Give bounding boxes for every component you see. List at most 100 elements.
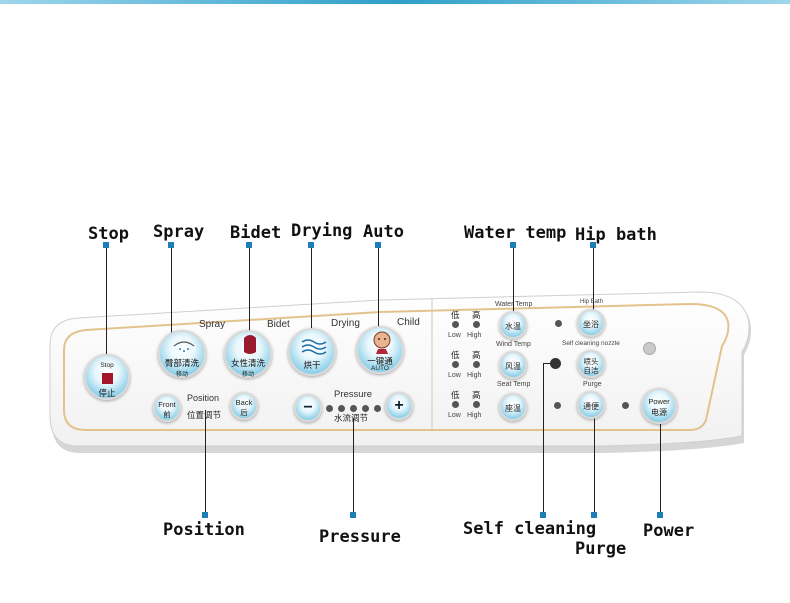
hip-bath-led bbox=[555, 320, 562, 327]
power-button-label: Power bbox=[648, 397, 670, 406]
power-leader bbox=[660, 424, 661, 516]
purge-right-led bbox=[622, 402, 629, 409]
water-low-led bbox=[452, 321, 459, 328]
purge-button[interactable]: 通便 bbox=[577, 391, 605, 419]
auto-button[interactable]: 一键通 AUTO bbox=[356, 326, 404, 374]
water-temp-button[interactable]: 水温 bbox=[499, 311, 527, 339]
spray-button[interactable]: 臀部清洗 移动 bbox=[158, 330, 206, 378]
power-indicator-led bbox=[643, 342, 656, 355]
top-accent-bar bbox=[0, 0, 790, 4]
purge-leader bbox=[594, 418, 595, 516]
seat-temp-label: Seat Temp bbox=[497, 381, 531, 388]
callout-spray: Spray bbox=[153, 222, 205, 242]
drying-mode-label: Drying bbox=[331, 318, 360, 329]
water-temp-leader bbox=[513, 244, 514, 312]
hip-bath-leader bbox=[593, 244, 594, 310]
wave-icon bbox=[301, 339, 327, 355]
self-cleaning-button-bottom: 自洁 bbox=[583, 366, 599, 375]
self-cleaning-leader bbox=[543, 363, 544, 516]
callout-self-cleaning: Self cleaning bbox=[463, 519, 597, 539]
water-low-label: Low bbox=[448, 332, 461, 339]
bidet-button[interactable]: 女性清洗 移动 bbox=[224, 330, 272, 378]
position-label: Position bbox=[187, 393, 220, 403]
plus-icon: + bbox=[394, 397, 404, 414]
position-cn-label: 位置调节 bbox=[187, 410, 222, 420]
position-marker bbox=[202, 512, 208, 518]
pressure-level-dot-2 bbox=[338, 405, 345, 412]
pressure-minus-button[interactable]: − bbox=[294, 394, 322, 422]
bidet-leader bbox=[249, 244, 250, 336]
stop-square-icon bbox=[102, 373, 113, 384]
stop-leader bbox=[106, 244, 107, 362]
front-button[interactable]: Front 前 bbox=[153, 394, 181, 422]
seat-temp-button[interactable]: 座温 bbox=[499, 393, 527, 421]
seat-low-cn: 低 bbox=[451, 390, 460, 400]
wind-low-led bbox=[452, 361, 459, 368]
wind-high-label: High bbox=[467, 372, 482, 379]
wind-high-led bbox=[473, 361, 480, 368]
bidet-mode-label: Bidet bbox=[267, 319, 290, 330]
wind-low-label: Low bbox=[448, 372, 461, 379]
callout-power: Power bbox=[643, 521, 695, 541]
minus-icon: − bbox=[303, 399, 313, 416]
water-temp-label: Water Temp bbox=[495, 301, 533, 308]
purge-button-cn: 通便 bbox=[583, 402, 599, 411]
wind-high-cn: 高 bbox=[472, 350, 481, 360]
pressure-marker bbox=[350, 512, 356, 518]
power-marker bbox=[657, 512, 663, 518]
self-cleaning-led bbox=[550, 358, 561, 369]
self-cleaning-button[interactable]: 喷头 自洁 bbox=[577, 350, 605, 378]
stop-button-label: Stop bbox=[100, 362, 114, 369]
child-face-icon bbox=[373, 331, 391, 354]
hip-bath-marker bbox=[590, 242, 596, 248]
callout-purge: Purge bbox=[575, 539, 627, 559]
spray-icon bbox=[173, 341, 195, 352]
pressure-plus-button[interactable]: + bbox=[385, 392, 413, 420]
spray-leader bbox=[171, 244, 172, 336]
stop-button[interactable]: Stop 停止 bbox=[84, 354, 130, 400]
drying-marker bbox=[308, 242, 314, 248]
power-button-cn: 电源 bbox=[651, 408, 667, 417]
power-button[interactable]: Power 电源 bbox=[641, 388, 677, 424]
drying-button-cn: 烘干 bbox=[303, 360, 321, 370]
water-high-label: High bbox=[467, 332, 482, 339]
callout-drying: Drying bbox=[291, 221, 353, 241]
wind-temp-button[interactable]: 风温 bbox=[499, 351, 527, 379]
callout-water-temp: Water temp bbox=[464, 223, 567, 243]
bidet-button-sub: 移动 bbox=[241, 372, 254, 378]
seat-high-label: High bbox=[467, 412, 482, 419]
auto-button-sub: AUTO bbox=[371, 365, 389, 372]
pressure-leader bbox=[353, 418, 354, 516]
spray-marker bbox=[168, 242, 174, 248]
seat-low-label: Low bbox=[448, 412, 461, 419]
self-cleaning-leader-h bbox=[543, 363, 555, 364]
purge-left-led bbox=[554, 402, 561, 409]
pressure-level-dot-4 bbox=[362, 405, 369, 412]
stop-marker bbox=[103, 242, 109, 248]
self-cleaning-button-top: 喷头 bbox=[583, 357, 599, 366]
drying-leader bbox=[311, 244, 312, 332]
self-cleaning-label: Self cleaning nozzle bbox=[562, 340, 620, 347]
front-button-cn: 前 bbox=[163, 410, 171, 419]
position-leader bbox=[205, 410, 206, 516]
hip-bath-button[interactable]: 坐浴 bbox=[577, 309, 605, 337]
hip-bath-button-cn: 坐浴 bbox=[583, 320, 599, 329]
stop-button-cn: 停止 bbox=[98, 388, 116, 398]
drying-button[interactable]: 烘干 bbox=[288, 328, 336, 376]
water-low-cn: 低 bbox=[451, 310, 460, 320]
back-button[interactable]: Back 后 bbox=[230, 392, 258, 420]
wind-low-cn: 低 bbox=[451, 350, 460, 360]
pressure-cn-label: 水流调节 bbox=[334, 413, 369, 423]
water-temp-button-cn: 水温 bbox=[505, 322, 521, 331]
purge-marker bbox=[591, 512, 597, 518]
bidet-marker bbox=[246, 242, 252, 248]
spray-button-sub: 移动 bbox=[175, 372, 188, 378]
seat-high-cn: 高 bbox=[472, 390, 481, 400]
callout-bidet: Bidet bbox=[230, 223, 282, 243]
wind-temp-button-cn: 风温 bbox=[505, 362, 521, 371]
front-button-label: Front bbox=[158, 400, 176, 409]
pressure-level-dot-5 bbox=[374, 405, 381, 412]
water-temp-marker bbox=[510, 242, 516, 248]
callout-stop: Stop bbox=[88, 224, 129, 244]
